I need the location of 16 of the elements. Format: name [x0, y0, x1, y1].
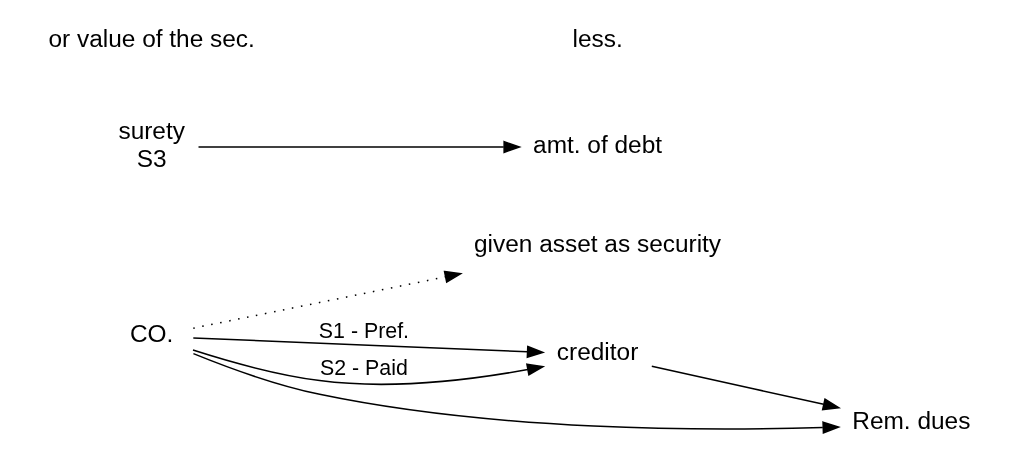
node-text: CO. [129, 320, 173, 348]
arrow [197, 140, 522, 154]
node-text: amt. of debt [532, 130, 662, 158]
arrow [192, 270, 463, 329]
label: less. [571, 25, 623, 53]
node-text: given asset as security [473, 230, 721, 258]
arrow [650, 365, 841, 411]
edge-label: S1 - Pref. [318, 319, 409, 344]
node-text: Rem. dues [851, 407, 970, 435]
node-text: creditor [556, 338, 638, 366]
arrow [192, 337, 545, 359]
arrow [191, 349, 545, 385]
node-text: surety S3 [117, 117, 185, 172]
edge-label: S2 - Paid [319, 355, 408, 380]
node-text: or value of the sec. [48, 25, 255, 53]
arrow [192, 352, 841, 434]
